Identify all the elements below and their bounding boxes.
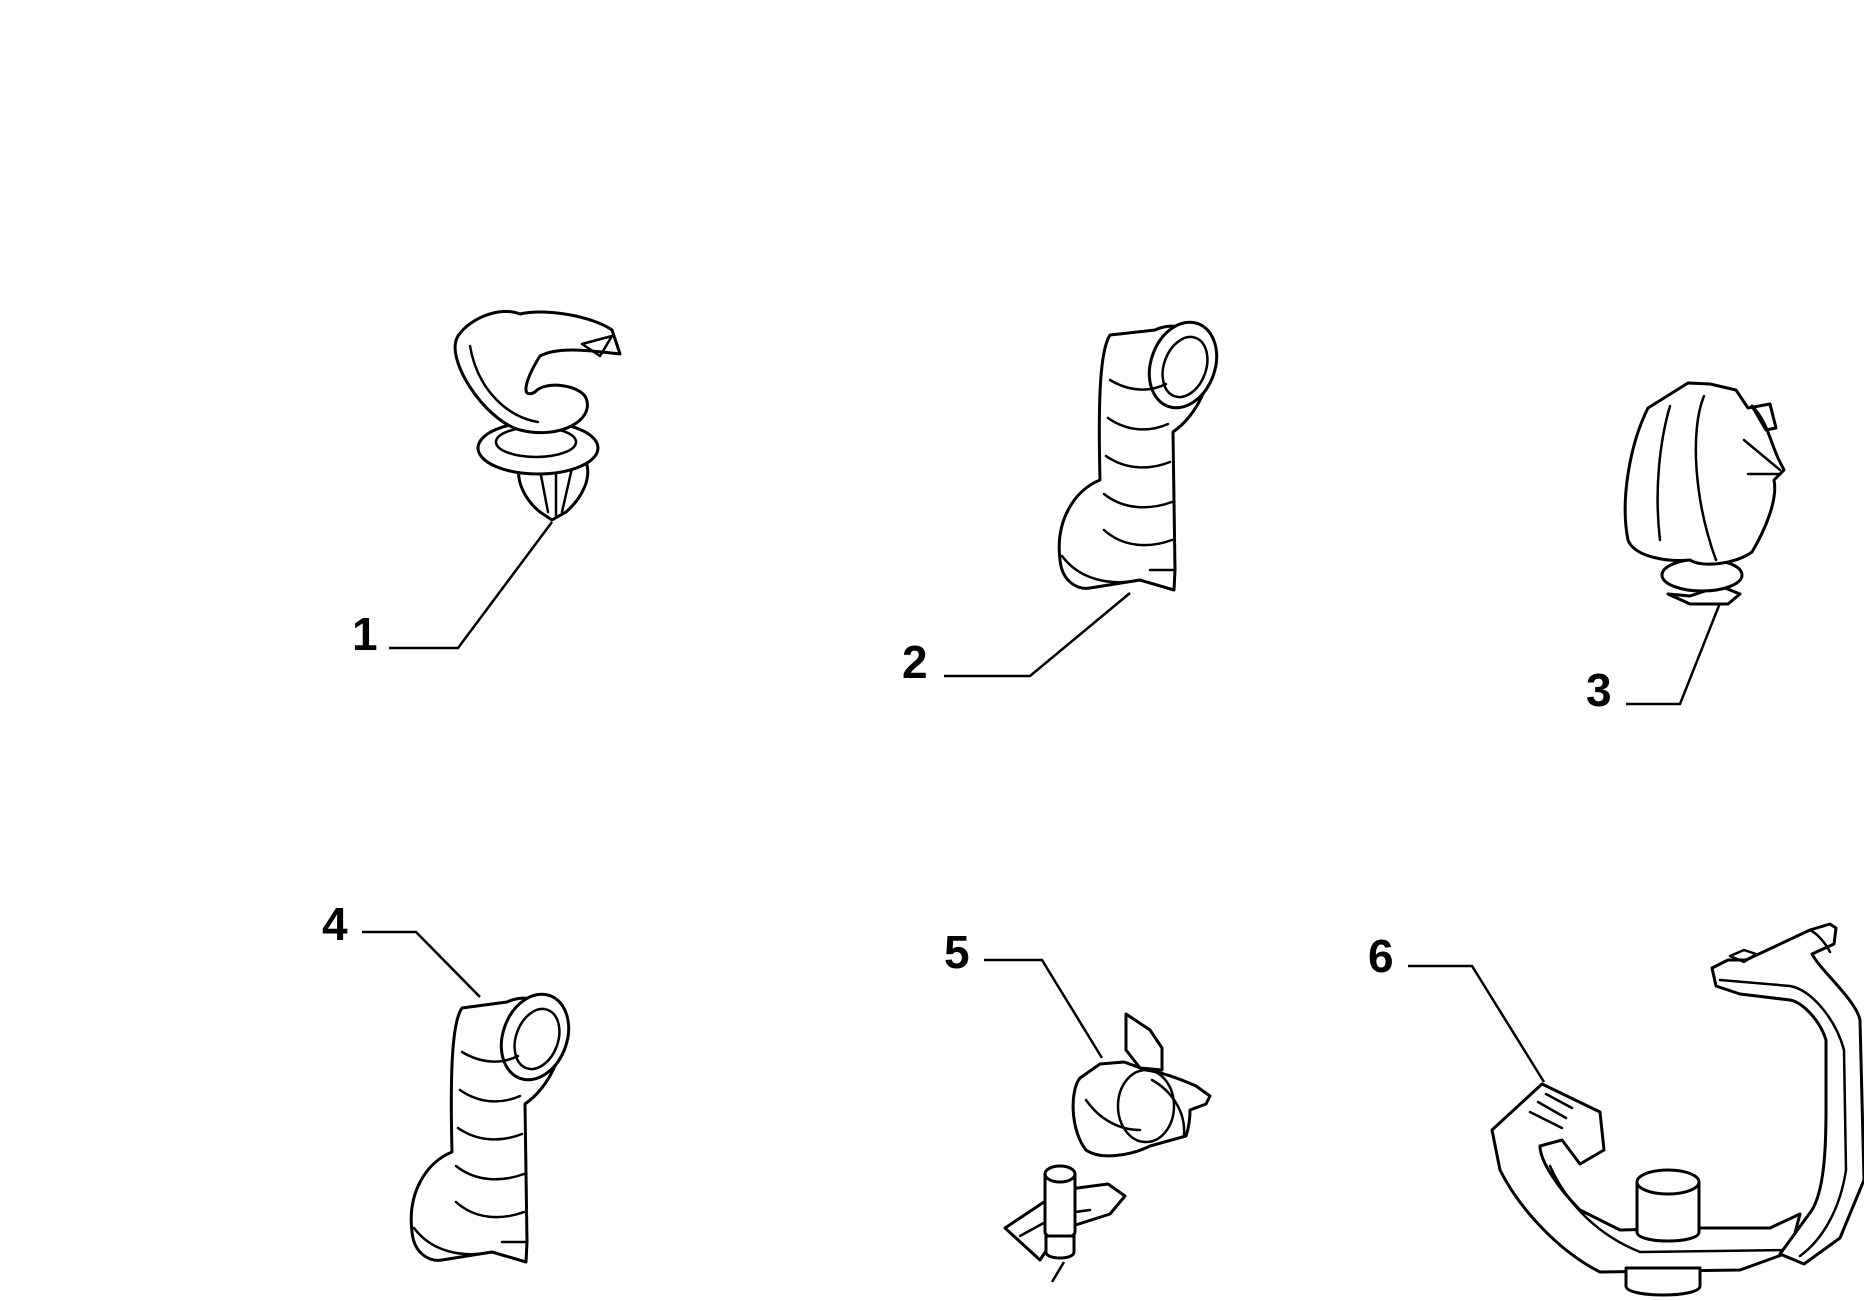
part-1-hook-clip	[453, 309, 622, 522]
callout-1: 1	[352, 521, 554, 660]
part-2-twisted-grommet	[1057, 320, 1219, 592]
part-6-u-bracket	[1490, 922, 1864, 1297]
callout-4-label: 4	[322, 898, 348, 950]
callout-6: 6	[1368, 930, 1546, 1083]
callout-5: 5	[944, 926, 1104, 1283]
callout-3-label: 3	[1586, 664, 1612, 716]
part-4-twisted-grommet	[409, 992, 571, 1264]
part-3-cable-clip	[1623, 381, 1786, 606]
callout-2: 2	[902, 592, 1131, 688]
callout-1-label: 1	[352, 608, 378, 660]
callout-5-label: 5	[944, 926, 970, 978]
part-5-clamp-bracket	[1003, 1012, 1212, 1262]
callout-3: 3	[1586, 602, 1722, 716]
callout-2-label: 2	[902, 636, 928, 688]
callout-6-label: 6	[1368, 930, 1394, 982]
callout-4: 4	[322, 898, 481, 998]
